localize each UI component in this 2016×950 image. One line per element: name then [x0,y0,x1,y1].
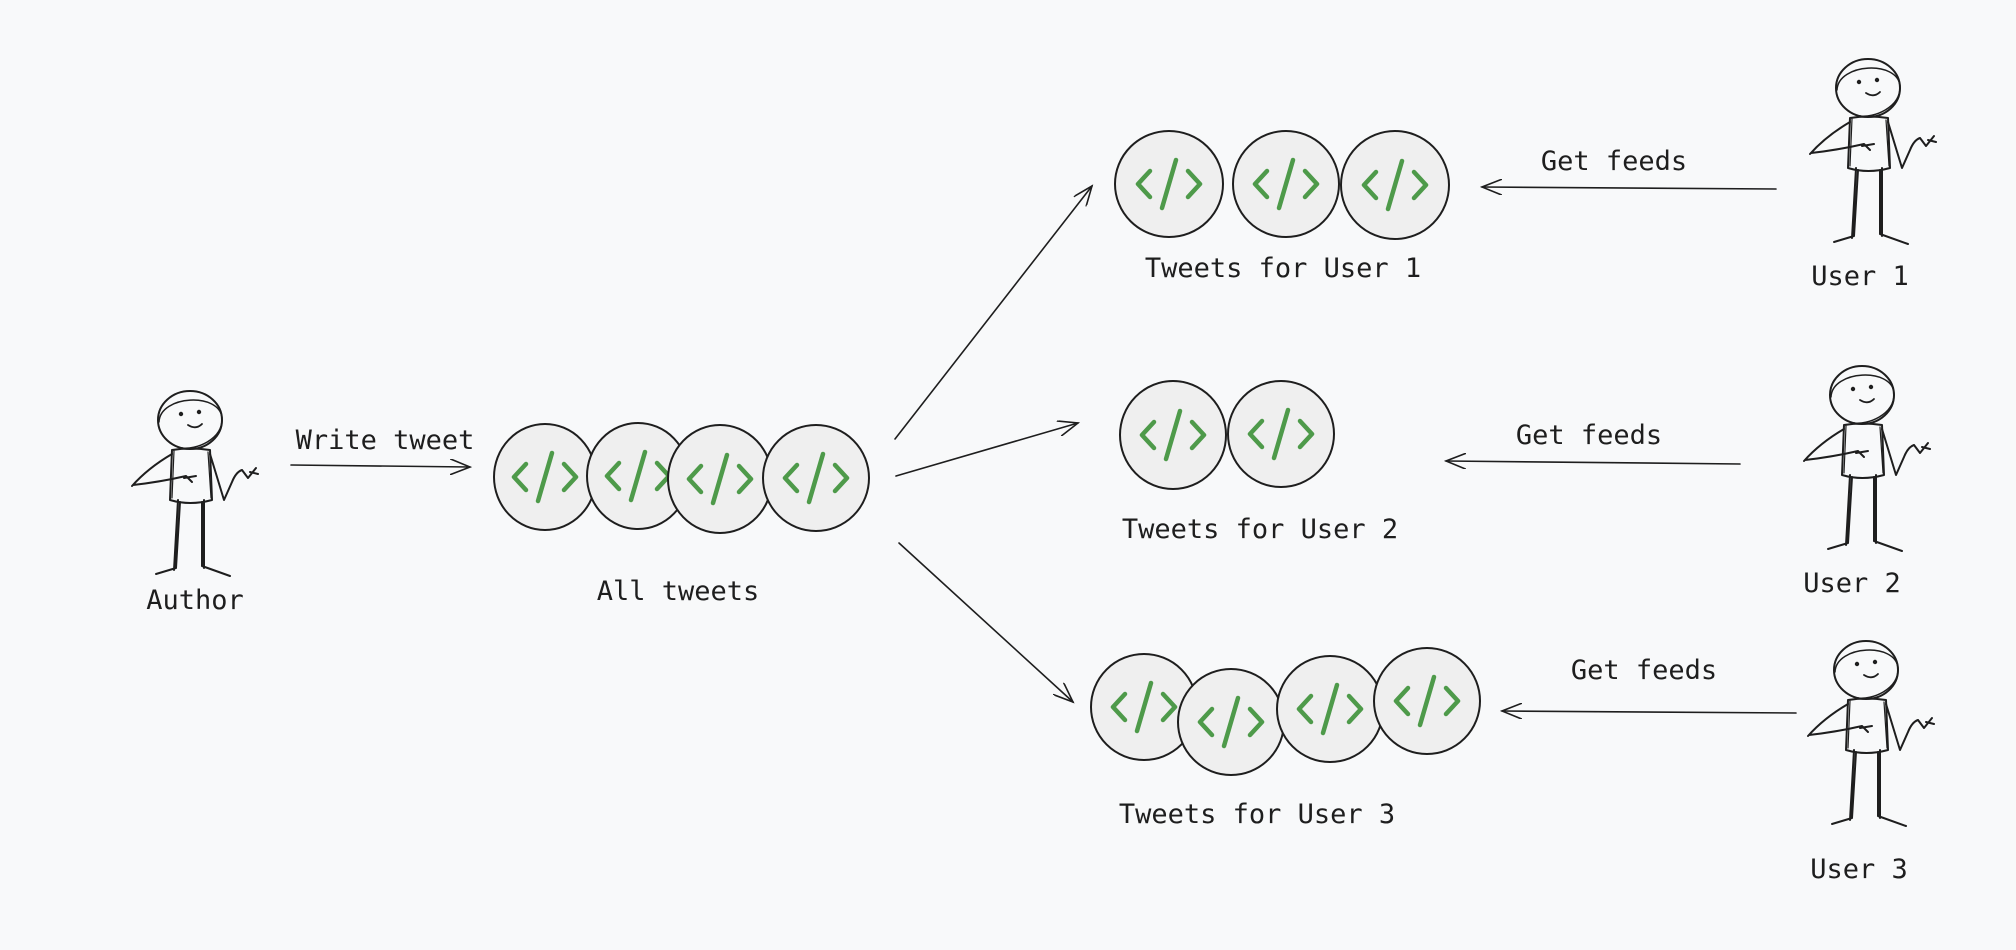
user2-tweets-label: Tweets for User 2 [1122,514,1398,545]
get-feeds-edge-3: Get feeds [1502,655,1797,713]
user1-label: User 1 [1811,261,1909,292]
user3-tweets-label: Tweets for User 3 [1119,799,1395,830]
stick-figure-icon [1807,640,1935,827]
user3-label: User 3 [1810,854,1908,885]
stick-figure-icon [1803,365,1931,552]
user1-tweets-group: Tweets for User 1 [1114,130,1450,284]
user1-actor: User 1 [1809,58,1937,292]
tweet-node [667,424,773,534]
get-feeds-edge-2: Get feeds [1446,420,1741,464]
user3-tweets-group: Tweets for User 3 [1090,647,1481,830]
tweet-node [762,424,870,532]
tweet-node [1119,380,1227,490]
tweet-node [1340,130,1450,240]
tweet-node [1114,130,1224,238]
get-feeds-edge-1: Get feeds [1482,146,1777,189]
get-feeds-label-1: Get feeds [1541,146,1687,177]
user3-actor: User 3 [1807,640,1935,885]
author-actor: Author [131,390,259,616]
get-feeds-arrow-3 [1502,711,1797,713]
user1-tweets-label: Tweets for User 1 [1145,253,1421,284]
tweet-node [1373,647,1481,755]
get-feeds-arrow-1 [1482,187,1777,189]
tweet-node [1276,655,1384,763]
user2-actor: User 2 [1803,365,1931,599]
author-label: Author [146,585,244,616]
get-feeds-arrow-2 [1446,461,1741,464]
stick-figure-icon [1809,58,1937,245]
user2-label: User 2 [1803,568,1901,599]
write-tweet-edge: Write tweet [290,425,475,467]
tweet-node [493,423,597,531]
write-tweet-arrow [290,465,470,467]
user2-tweets-group: Tweets for User 2 [1119,380,1398,545]
fanout-arrow-user1 [894,186,1092,440]
all-tweets-label: All tweets [597,576,760,607]
get-feeds-label-3: Get feeds [1571,655,1717,686]
tweet-node [1232,130,1340,238]
fanout-edges [894,186,1092,702]
all-tweets-group: All tweets [493,422,870,607]
stick-figure-icon [131,390,259,577]
fanout-arrow-user2 [895,423,1078,477]
fanout-arrow-user3 [898,542,1073,702]
tweet-node [1177,668,1285,776]
get-feeds-label-2: Get feeds [1516,420,1662,451]
tweet-node [1227,380,1335,488]
write-tweet-label: Write tweet [296,425,475,456]
